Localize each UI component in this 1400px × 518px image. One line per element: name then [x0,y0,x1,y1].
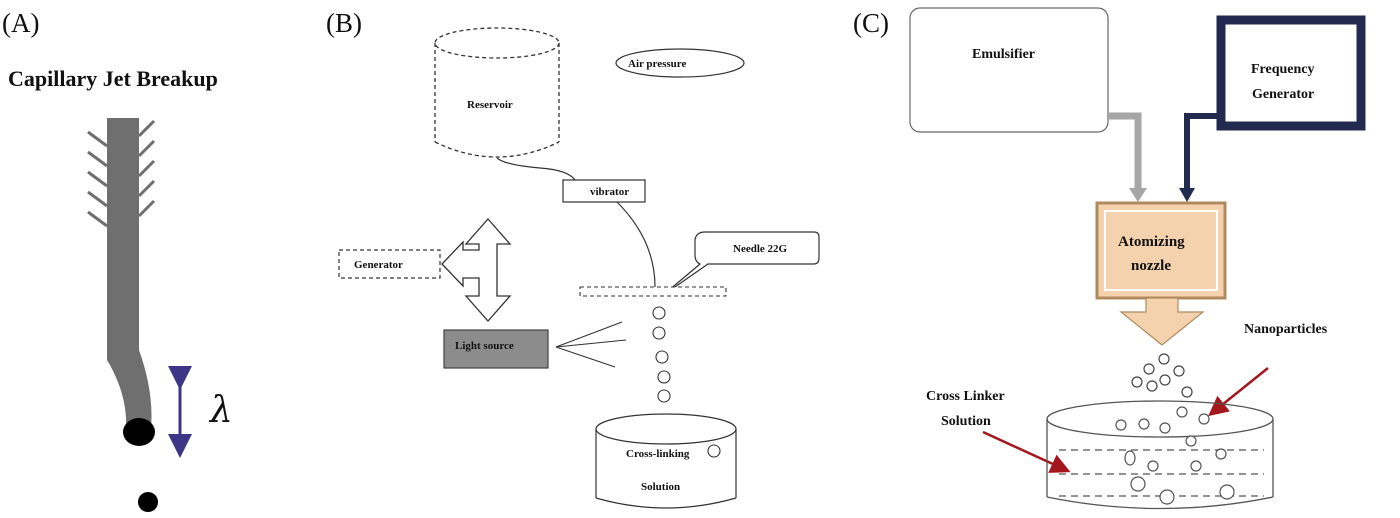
panel-b: (B) Reservoir Air pressure vibrator Need… [326,8,820,509]
frequency-generator-box [1216,15,1366,131]
crosslinker-bath [1046,400,1274,510]
frequency-label-line2: Generator [1252,87,1314,102]
air-pressure-bubble [615,48,745,78]
light-source-label: Light source [455,340,514,352]
panel-c: (C) Emulsifier Frequency Generator Atomi… [853,7,1366,510]
bath-label-line1: Cross-linking [626,448,690,460]
needle-label: Needle 22G [733,243,788,255]
bath-droplet [707,444,721,458]
panel-b-letter: (B) [326,8,362,38]
bath-nanoparticles [1115,406,1235,505]
generator-label: Generator [354,259,403,271]
emulsifier-feed-pipe [1108,112,1142,190]
reservoir-label: Reservoir [467,99,513,111]
needle-callout [661,231,820,297]
three-way-arrow [441,218,512,322]
crosslinker-pointer [982,430,1071,473]
vibrator-label: vibrator [590,186,629,198]
spray-arrow [1119,297,1205,346]
nanoparticles-pointer [1208,367,1269,417]
jet-tip-droplet [123,418,155,446]
panel-a-letter: (A) [2,8,39,38]
light-source-box [443,329,549,369]
emulsifier-box [909,7,1109,133]
jet-side-streaks [87,119,156,228]
light-rays [555,321,627,368]
wavelength-symbol: λ [208,390,233,431]
nozzle-label-line1: Atomizing [1118,234,1185,250]
air-pressure-label: Air pressure [628,58,686,70]
detached-droplet [138,492,158,512]
emulsifier-label: Emulsifier [972,47,1035,62]
vibrator-box [562,179,646,203]
emulsifier-feed-arrowhead [1129,188,1147,202]
falling-droplets [652,306,671,403]
reservoir [434,27,560,158]
panel-a: (A) Capillary Jet Breakup λ [2,8,233,512]
reservoir-tube [496,157,576,181]
panel-c-letter: (C) [853,8,889,38]
airborne-nanoparticles [1131,353,1193,398]
frequency-signal-line [1184,113,1221,190]
nozzle-plate [579,286,727,297]
panel-a-title: Capillary Jet Breakup [8,66,218,91]
atomizing-nozzle-box [1095,201,1227,300]
jet-curved-tail [107,350,152,430]
bath-label-line2: Solution [641,481,680,493]
frequency-label-line1: Frequency [1251,62,1315,77]
capillary-jet [87,118,158,512]
nozzle-label-line2: nozzle [1131,258,1171,274]
vibrator-wire [616,201,656,288]
frequency-signal-arrowhead [1179,188,1195,202]
crosslinker-label-line2: Solution [941,414,991,429]
crosslinking-bath [595,413,737,509]
nanoparticles-label: Nanoparticles [1244,322,1328,337]
crosslinker-label-line1: Cross Linker [926,389,1005,404]
generator-box [338,249,441,279]
jet-column [107,118,139,350]
atomizing-nozzle-inner [1104,210,1218,291]
